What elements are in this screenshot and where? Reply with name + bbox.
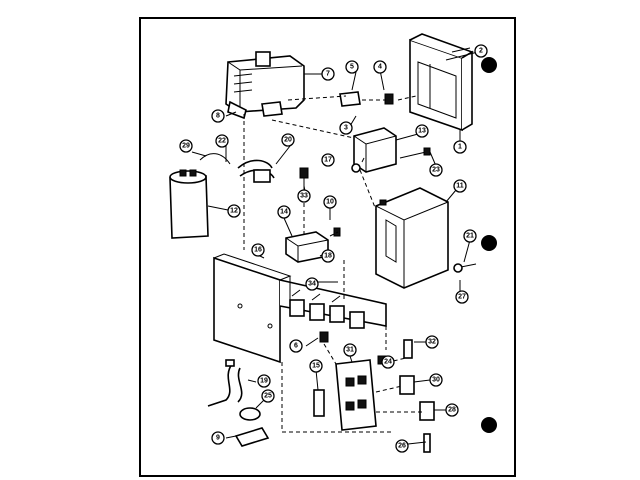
small-bracket (339, 91, 361, 107)
terminal-block (289, 289, 365, 329)
leader-lines (191, 51, 479, 445)
callout-23: 23 (429, 163, 443, 177)
svg-text:5: 5 (350, 64, 354, 71)
svg-text:16: 16 (254, 247, 262, 254)
callout-16: 16 (251, 243, 265, 257)
callout-34: 34 (305, 277, 319, 291)
screw-21 (453, 263, 477, 273)
switch-assembly (335, 359, 377, 431)
svg-text:7: 7 (326, 71, 330, 78)
callout-8: 8 (211, 109, 225, 123)
svg-text:8: 8 (216, 113, 220, 120)
diode-30 (399, 375, 415, 395)
callout-29: 29 (179, 139, 193, 153)
svg-text:13: 13 (418, 128, 426, 135)
callout-28: 28 (445, 403, 459, 417)
screw-9 (319, 331, 329, 343)
callout-14: 14 (277, 205, 291, 219)
callout-5: 5 (345, 60, 359, 74)
fuse-clip (234, 427, 270, 447)
svg-text:31: 31 (346, 347, 354, 354)
assembly-lines (243, 95, 422, 433)
callout-32: 32 (425, 335, 439, 349)
svg-text:22: 22 (218, 138, 226, 145)
callout-6: 6 (289, 339, 303, 353)
callout-26: 26 (395, 439, 409, 453)
svg-text:11: 11 (456, 183, 464, 190)
svg-text:27: 27 (458, 294, 466, 301)
svg-text:17: 17 (324, 157, 332, 164)
callout-2: 2 (474, 44, 488, 58)
callout-19: 19 (257, 374, 271, 388)
fuse-holder-26 (423, 433, 431, 453)
callout-12: 12 (227, 204, 241, 218)
screw-19 (399, 147, 431, 159)
waveguide-bracket (409, 33, 474, 132)
svg-text:15: 15 (312, 363, 320, 370)
svg-text:2: 2 (479, 48, 483, 55)
resistor-32 (403, 339, 413, 359)
page-border (139, 17, 516, 477)
svg-text:18: 18 (324, 253, 332, 260)
svg-text:21: 21 (466, 233, 474, 240)
nut-17 (351, 163, 361, 173)
svg-text:20: 20 (284, 137, 292, 144)
svg-text:1: 1 (458, 144, 462, 151)
svg-text:25: 25 (264, 393, 272, 400)
screw-4 (384, 93, 394, 105)
svg-text:6: 6 (294, 343, 298, 350)
callout-9: 9 (211, 431, 225, 445)
callout-3: 3 (339, 121, 353, 135)
fuse (313, 389, 325, 417)
diode-28 (419, 401, 435, 421)
callout-31: 31 (343, 343, 357, 357)
callout-18: 18 (321, 249, 335, 263)
callout-7: 7 (321, 67, 335, 81)
svg-text:28: 28 (448, 407, 456, 414)
svg-text:14: 14 (280, 209, 288, 216)
hv-transformer-small (353, 127, 397, 173)
svg-text:12: 12 (230, 208, 238, 215)
svg-text:10: 10 (326, 199, 334, 206)
callout-17: 17 (321, 153, 335, 167)
screw-2 (451, 47, 471, 53)
callout-11: 11 (453, 179, 467, 193)
svg-text:19: 19 (260, 378, 268, 385)
callout-10: 10 (323, 195, 337, 209)
svg-text:23: 23 (432, 167, 440, 174)
wire-lead-20 (237, 159, 275, 183)
svg-text:29: 29 (182, 143, 190, 150)
callout-4: 4 (373, 60, 387, 74)
binder-hole-bottom (481, 417, 497, 433)
callout-21: 21 (463, 229, 477, 243)
capacitor (169, 169, 209, 239)
callout-1: 1 (453, 140, 467, 154)
binder-hole-middle (481, 235, 497, 251)
callout-27: 27 (455, 290, 469, 304)
svg-text:9: 9 (216, 435, 220, 442)
callout-30: 30 (429, 373, 443, 387)
svg-text:26: 26 (398, 443, 406, 450)
svg-text:4: 4 (378, 64, 382, 71)
callout-15: 15 (309, 359, 323, 373)
svg-text:30: 30 (432, 377, 440, 384)
wire-lead-22 (199, 153, 231, 165)
callout-33: 33 (297, 189, 311, 203)
hv-transformer (375, 187, 449, 289)
callout-22: 22 (215, 134, 229, 148)
callout-24: 24 (381, 355, 395, 369)
magnetron (225, 51, 305, 120)
svg-text:32: 32 (428, 339, 436, 346)
wire-harness (207, 359, 243, 407)
svg-text:33: 33 (300, 193, 308, 200)
thermal-protector (239, 407, 261, 421)
callout-25: 25 (261, 389, 275, 403)
callout-20: 20 (281, 133, 295, 147)
svg-text:24: 24 (384, 359, 392, 366)
svg-text:34: 34 (308, 281, 316, 288)
callout-13: 13 (415, 124, 429, 138)
svg-text:3: 3 (344, 125, 348, 132)
binder-hole-top (481, 57, 497, 73)
